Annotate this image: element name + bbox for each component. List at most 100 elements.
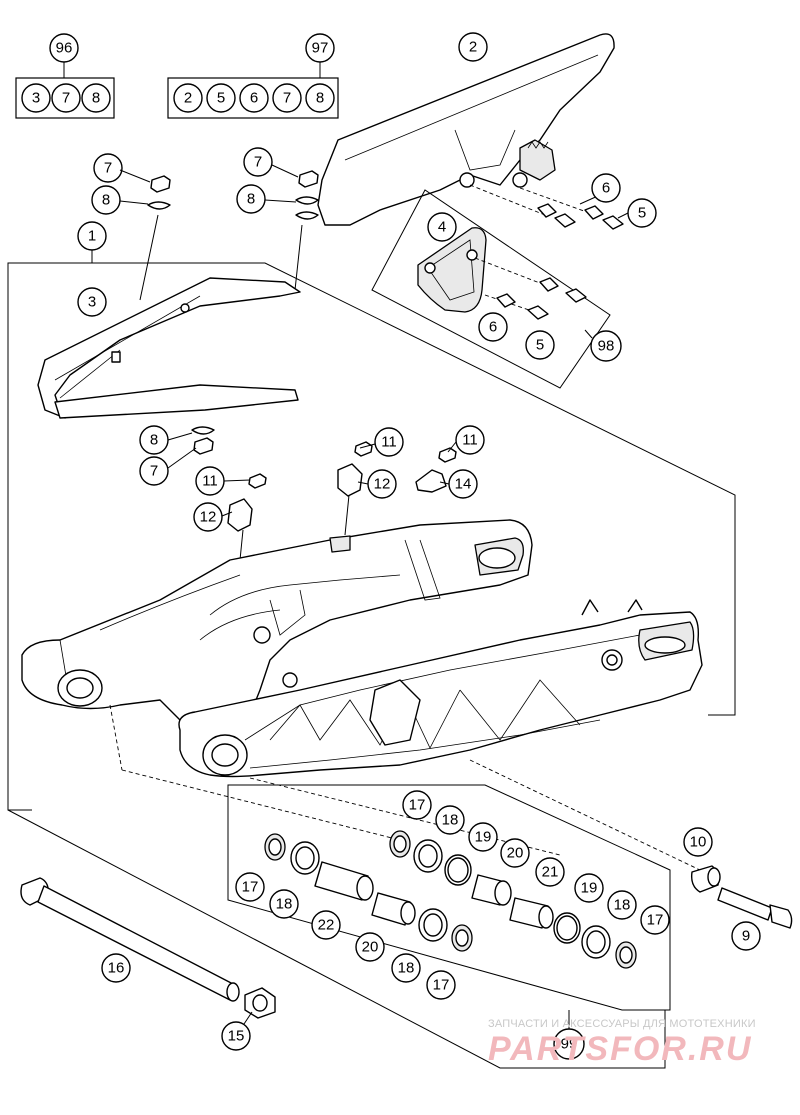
callout-6: 6	[478, 312, 508, 342]
sprocket-cover	[417, 227, 587, 320]
callout-2: 2	[458, 32, 488, 62]
callout-12: 12	[193, 502, 223, 532]
svg-text:3: 3	[32, 90, 40, 107]
callout-11: 11	[374, 427, 404, 457]
watermark-caption: ЗАПЧАСТИ И АКСЕССУАРЫ ДЛЯ МОТОТЕХНИКИ	[488, 1018, 756, 1030]
kit-96-label: 96	[49, 33, 79, 63]
callout-17: 17	[235, 872, 265, 902]
callout-18: 18	[607, 890, 637, 920]
kit-97-item: 8	[305, 83, 335, 113]
svg-text:8: 8	[247, 191, 255, 208]
svg-text:20: 20	[507, 845, 524, 862]
svg-text:1: 1	[88, 228, 96, 245]
callout-4: 4	[427, 212, 457, 242]
callout-1: 1	[77, 221, 107, 251]
svg-text:18: 18	[442, 812, 459, 829]
swingarm-frame-outline	[7, 249, 736, 1069]
svg-text:12: 12	[374, 476, 391, 493]
callout-19: 19	[468, 822, 498, 852]
svg-text:15: 15	[228, 1028, 245, 1045]
svg-text:11: 11	[202, 473, 218, 490]
kit-98-outline	[371, 189, 611, 389]
callout-11: 11	[195, 466, 225, 496]
kit-96: 96 3 7 8	[15, 33, 115, 119]
svg-text:11: 11	[462, 432, 478, 449]
svg-text:7: 7	[62, 90, 70, 107]
kit-97: 97 2 5 6 7 8	[167, 33, 339, 119]
svg-text:7: 7	[150, 463, 158, 480]
callout-12: 12	[367, 469, 397, 499]
svg-text:18: 18	[398, 960, 415, 977]
cable-clip-left	[227, 473, 267, 561]
svg-text:17: 17	[433, 977, 450, 994]
svg-text:17: 17	[242, 879, 259, 896]
swingarm-body	[21, 519, 703, 778]
svg-text:5: 5	[217, 90, 225, 107]
callout-18: 18	[269, 889, 299, 919]
svg-text:4: 4	[438, 219, 446, 236]
callout-20: 20	[500, 838, 530, 868]
svg-text:7: 7	[104, 160, 112, 177]
chain-guard	[317, 33, 615, 226]
svg-text:7: 7	[254, 154, 262, 171]
svg-text:7: 7	[283, 90, 291, 107]
callout-16: 16	[101, 953, 131, 983]
svg-text:18: 18	[614, 897, 631, 914]
slider-screw-lower	[191, 426, 215, 455]
svg-text:99: 99	[561, 1036, 578, 1053]
svg-text:18: 18	[276, 896, 293, 913]
svg-text:19: 19	[475, 829, 492, 846]
svg-text:96: 96	[56, 40, 73, 57]
guard-screw-upper	[294, 170, 319, 291]
svg-text:22: 22	[318, 917, 335, 934]
watermark-logo: PARTSFOR.RU	[488, 1030, 753, 1068]
callout-21: 21	[535, 857, 565, 887]
svg-text:2: 2	[469, 39, 477, 56]
kit-96-item: 8	[81, 83, 111, 113]
svg-text:8: 8	[150, 432, 158, 449]
callout-6: 6	[591, 173, 621, 203]
callout-17: 17	[640, 905, 670, 935]
pivot-nut	[244, 987, 276, 1019]
svg-text:8: 8	[102, 192, 110, 209]
callout-17: 17	[426, 970, 456, 1000]
callout-5: 5	[525, 330, 555, 360]
callout-15: 15	[221, 1021, 251, 1051]
kit-97-label: 97	[305, 33, 335, 63]
callout-8: 8	[139, 425, 169, 455]
slider-screw-upper-left	[139, 175, 171, 301]
callout-7: 7	[93, 153, 123, 183]
callout-10: 10	[683, 827, 713, 857]
callout-99: 99	[553, 1028, 585, 1060]
svg-text:97: 97	[312, 40, 329, 57]
svg-text:6: 6	[602, 180, 610, 197]
kit-96-item: 3	[21, 83, 51, 113]
svg-text:19: 19	[581, 880, 598, 897]
pivot-bearings-set	[264, 830, 637, 969]
callout-7: 7	[139, 456, 169, 486]
kit-97-item: 7	[272, 83, 302, 113]
kit-97-item: 6	[239, 83, 269, 113]
callout-8: 8	[236, 184, 266, 214]
svg-text:17: 17	[409, 797, 426, 814]
callout-14: 14	[448, 469, 478, 499]
svg-text:8: 8	[316, 90, 324, 107]
chain-guard-fasteners	[469, 184, 629, 230]
callout-18: 18	[435, 805, 465, 835]
svg-text:21: 21	[542, 864, 559, 881]
svg-text:12: 12	[200, 509, 217, 526]
chain-slider	[37, 277, 301, 419]
svg-text:16: 16	[108, 960, 125, 977]
svg-text:6: 6	[489, 319, 497, 336]
svg-text:10: 10	[690, 834, 707, 851]
callout-22: 22	[311, 910, 341, 940]
callout-3: 3	[77, 287, 107, 317]
svg-text:9: 9	[742, 928, 750, 945]
callout-7: 7	[243, 147, 273, 177]
cable-clip-right	[415, 447, 457, 493]
svg-text:2: 2	[184, 90, 192, 107]
pivot-shaft	[20, 877, 240, 1002]
callout-20: 20	[355, 932, 385, 962]
svg-text:5: 5	[536, 337, 544, 354]
svg-text:6: 6	[250, 90, 258, 107]
